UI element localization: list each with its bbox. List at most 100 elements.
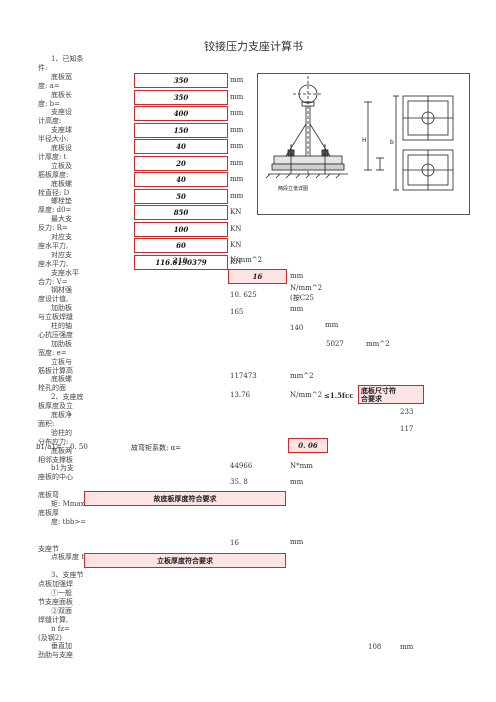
left-label: 立板及 (51, 161, 72, 170)
left-label: 反力: R= (38, 224, 68, 233)
input-cell[interactable]: 400 (134, 106, 228, 121)
input-cell[interactable]: 850 (134, 205, 228, 220)
thick-value: 35. 8 (230, 478, 248, 486)
left-label: (及钢2) (38, 633, 62, 642)
left-label: 度设计值, (38, 295, 69, 304)
rib-width-unit: mm (290, 305, 304, 313)
page-title: 铰接压力支座计算书 (204, 40, 303, 53)
left-label: 矩: Mmax (51, 500, 85, 508)
left-label: 支座节 (38, 544, 59, 553)
input-cell[interactable]: 116.6190379 (134, 254, 228, 270)
left-label: 螺栓垫 (51, 197, 72, 206)
left-label: 计厚度: t (38, 152, 67, 161)
input-value: 150 (173, 125, 189, 135)
svg-text:H: H (362, 137, 367, 144)
bolt-area-unit: mm^2 (366, 340, 390, 348)
input-unit: KN (230, 224, 242, 233)
left-label: 底板螺 (51, 375, 72, 384)
input-unit: mm (230, 158, 244, 167)
left-label: 底板净 (51, 411, 72, 419)
input-unit: mm (230, 92, 244, 101)
input-value: 60 (176, 241, 186, 250)
input-cell[interactable]: 40 (134, 139, 228, 154)
left-label: 栓孔的面 (38, 384, 66, 393)
column-strength-note: (按C25 (290, 294, 314, 302)
left-label: 与立板焊缝 (38, 313, 73, 322)
input-value: 350 (173, 76, 189, 85)
left-label: 度: tbb>= (51, 517, 87, 526)
b-value-1: 233 (400, 408, 414, 416)
input-cell[interactable]: 40 (134, 172, 228, 187)
calc-height-value: 140 (290, 324, 304, 332)
left-label: 座板的中心 (38, 473, 73, 482)
left-label: 宽度: e= (38, 348, 67, 357)
left-label: 对应支 (51, 233, 72, 241)
left-label: 钢材强 (51, 286, 72, 295)
input-value: 350 (173, 92, 189, 102)
left-label: 支座设 (51, 108, 72, 117)
stress-result: 底板尺寸符合要求 (361, 385, 396, 403)
left-label: 点板厚度 t (51, 553, 85, 562)
support-drawing: H b 两段立谱详图 (265, 76, 454, 192)
left-label: 加肋板 (51, 339, 72, 348)
left-label: 计高度: (38, 117, 62, 126)
left-label: 心抗压强度 (38, 330, 73, 339)
left-label: 底板弯 (38, 491, 59, 500)
net-area-value: 117473 (230, 372, 257, 380)
weld-strength-unit: mm (290, 272, 304, 280)
calc-height-unit: mm (325, 321, 339, 329)
node-thick-unit: mm (290, 538, 304, 546)
coef-label: 故弯矩系数: α= (131, 444, 182, 452)
input-cell[interactable]: 50 (134, 188, 228, 204)
input-cell[interactable]: 100 (134, 221, 228, 237)
thick-unit: mm (290, 478, 304, 486)
support-detail-figure: H b 两段立谱详图 (257, 73, 470, 215)
input-value: 40 (176, 142, 186, 151)
left-label: 筋板计算高 (38, 366, 73, 375)
net-area-unit: mm^2 (290, 372, 314, 380)
figure-caption: 两段立谱详图 (278, 185, 308, 192)
coef-value: 0. 06 (298, 441, 318, 450)
left-label: 柱的轴 (51, 322, 72, 330)
weld-strength-box[interactable]: 16 (228, 269, 287, 284)
left-label: 底板两 (51, 446, 72, 455)
weld-len-value: 108 (368, 643, 382, 651)
weld-len-unit: mm (400, 643, 414, 651)
ratio-value: 0. 50 (70, 443, 88, 451)
input-cell[interactable]: 350 (134, 73, 228, 88)
moment-unit: N*mm (290, 462, 313, 470)
left-label: ②双面 (51, 606, 72, 615)
left-label: 相邻支撑板 (38, 455, 73, 464)
input-value: 40 (176, 175, 186, 184)
input-cell[interactable]: 350 (134, 89, 228, 105)
stress-result-box: 底板尺寸符合要求 (358, 385, 424, 404)
left-label: 半径大小: (38, 135, 69, 144)
stress-value: 13.76 (230, 391, 251, 399)
input-unit: mm (230, 142, 244, 150)
left-label: 垂直加 (51, 642, 72, 651)
input-unit: KN (230, 208, 242, 216)
moment-value: 44966 (230, 462, 253, 470)
input-value: 20 (176, 158, 186, 168)
left-label: b1为支 (51, 464, 74, 473)
plate-thickness-ok: 立板厚度符合要求 (84, 553, 286, 568)
input-cell[interactable]: 150 (134, 122, 228, 138)
input-value: 50 (176, 191, 186, 201)
left-label: 立板与 (51, 357, 72, 366)
left-label: 底板螺 (51, 179, 72, 188)
input-cell[interactable]: 60 (134, 238, 228, 253)
left-label: 底板长 (51, 90, 72, 99)
input-cell[interactable]: 20 (134, 155, 228, 171)
input-unit: KN (230, 241, 242, 249)
column-strength-unit: N/mm^2 (290, 284, 323, 292)
left-label: 对应支 (51, 250, 72, 259)
left-label: 座水平力, (38, 259, 69, 268)
left-label: 度: b= (38, 99, 60, 108)
input-value: 400 (173, 109, 189, 118)
left-label: 1、已知条 (51, 55, 84, 63)
coef-box: 0. 06 (288, 438, 328, 453)
left-label: 焊缝计算, (38, 615, 69, 624)
base-thickness-ok-text: 故底板厚度符合要求 (153, 494, 217, 503)
left-label: 最大支 (51, 215, 72, 224)
left-label: 验柱的 (51, 428, 72, 437)
